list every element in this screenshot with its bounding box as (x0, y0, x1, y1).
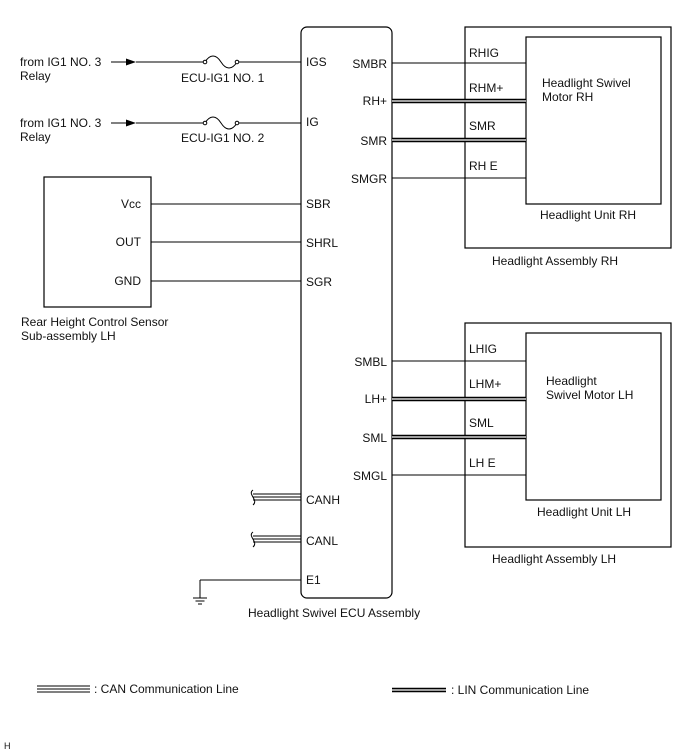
fuse-icon (204, 55, 238, 69)
ecu-pin-sbr: SBR (306, 197, 331, 211)
power-source-2-line1: from IG1 NO. 3 (20, 116, 102, 130)
can-line-canl (250, 531, 301, 548)
lh-pin-lh-e: LH E (469, 456, 496, 470)
lh-pin-sml: SML (469, 416, 494, 430)
ground-icon (193, 579, 301, 605)
ecu-pin-sml: SML (362, 431, 387, 445)
ecu-pin-sgr: SGR (306, 275, 332, 289)
power-input-1: from IG1 NO. 3 Relay ECU-IG1 NO. 1 (20, 55, 301, 85)
power-source-1-line2: Relay (20, 69, 51, 83)
ecu-pin-smr: SMR (360, 134, 387, 148)
ecu-pin-rh-plus: RH+ (363, 94, 387, 108)
headlight-unit-rh (525, 36, 662, 205)
ecu-pin-igs: IGS (306, 55, 327, 69)
assembly-rh-label: Headlight Assembly RH (492, 254, 618, 268)
lh-pin-lhig: LHIG (469, 342, 497, 356)
ecu-pin-smbl: SMBL (354, 355, 387, 369)
ecu-pin-smgl: SMGL (353, 469, 387, 483)
unit-rh-label: Headlight Unit RH (540, 208, 636, 222)
ecu-pin-shrl: SHRL (306, 236, 338, 250)
ecu-pin-smbr: SMBR (352, 57, 387, 71)
motor-rh-line1: Headlight Swivel (542, 76, 631, 90)
ecu-pin-ig: IG (306, 115, 319, 129)
ecu-pin-smgr: SMGR (351, 172, 387, 186)
power-source-2-line2: Relay (20, 130, 51, 144)
power-input-2: from IG1 NO. 3 Relay ECU-IG1 NO. 2 (20, 116, 301, 145)
sensor-pin-gnd: GND (114, 274, 141, 288)
rh-pin-rhig: RHIG (469, 46, 499, 60)
legend-lin-label: : LIN Communication Line (451, 683, 589, 697)
rh-pin-rh-e: RH E (469, 159, 498, 173)
fuse-icon (204, 116, 238, 130)
sensor-pin-out: OUT (116, 235, 142, 249)
lh-pin-lhm-plus: LHM+ (469, 377, 501, 391)
sensor-label-line1: Rear Height Control Sensor (21, 315, 168, 329)
sensor-label-line2: Sub-assembly LH (21, 329, 116, 343)
corner-code: H (4, 741, 11, 751)
motor-lh-line1: Headlight (546, 374, 597, 388)
assembly-lh-label: Headlight Assembly LH (492, 552, 616, 566)
fuse-2-label: ECU-IG1 NO. 2 (181, 131, 265, 145)
fuse-1-label: ECU-IG1 NO. 1 (181, 71, 265, 85)
sensor-box (43, 176, 152, 308)
ecu-label: Headlight Swivel ECU Assembly (248, 606, 420, 620)
motor-rh-line2: Motor RH (542, 90, 593, 104)
ecu-box (300, 26, 393, 599)
ecu-pin-lh-plus: LH+ (365, 392, 387, 406)
legend-can: : CAN Communication Line (37, 682, 239, 696)
sensor-pin-vcc: Vcc (121, 197, 141, 211)
ecu-pin-canl: CANL (306, 534, 338, 548)
rh-pin-smr: SMR (469, 119, 496, 133)
legend-lin: : LIN Communication Line (392, 683, 589, 697)
arrow-icon (126, 58, 136, 66)
headlight-unit-lh (525, 332, 662, 501)
can-line-canh (250, 489, 301, 506)
power-source-1-line1: from IG1 NO. 3 (20, 55, 102, 69)
motor-lh-line2: Swivel Motor LH (546, 388, 633, 402)
rh-pin-rhm-plus: RHM+ (469, 81, 503, 95)
unit-lh-label: Headlight Unit LH (537, 505, 631, 519)
legend-can-label: : CAN Communication Line (94, 682, 239, 696)
ecu-pin-e1: E1 (306, 573, 321, 587)
ecu-pin-canh: CANH (306, 493, 340, 507)
arrow-icon (126, 119, 136, 127)
